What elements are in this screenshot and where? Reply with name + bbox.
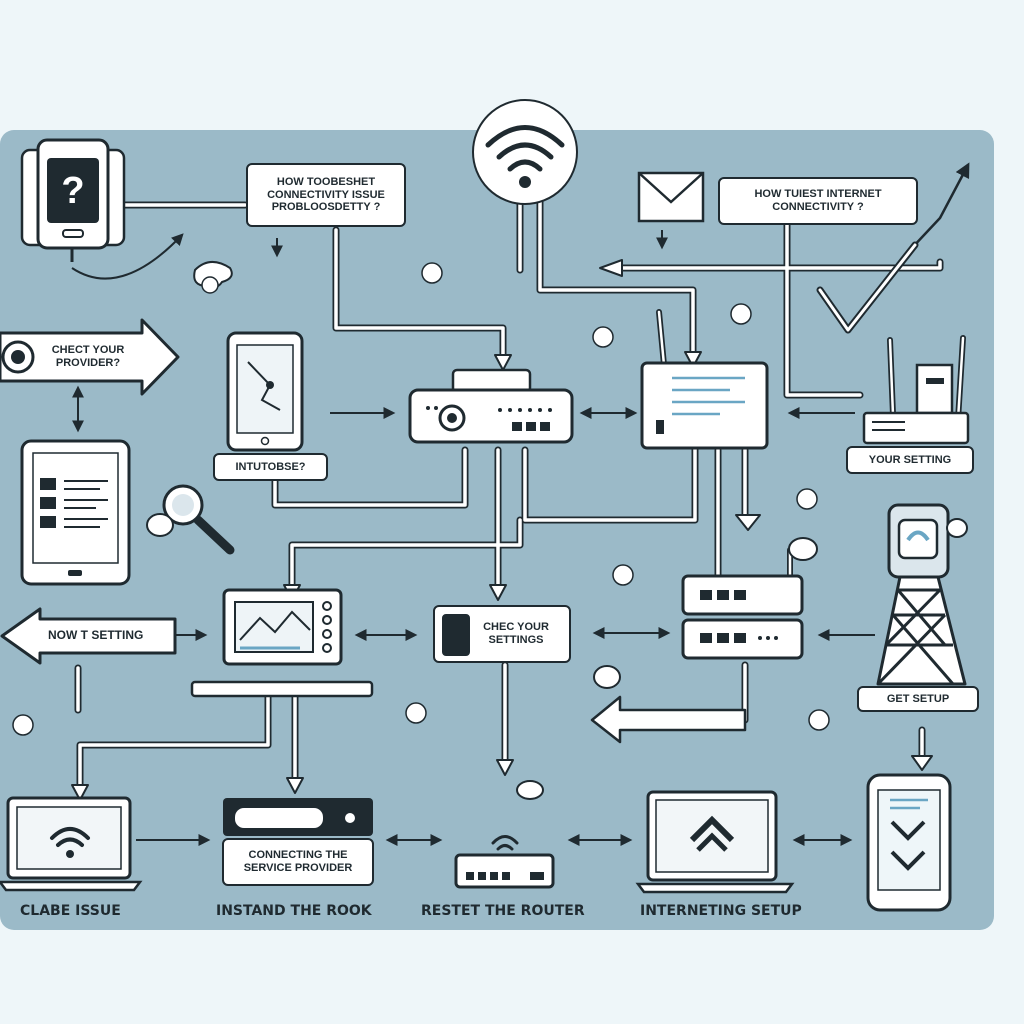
arrowhead — [599, 259, 623, 277]
tablet-caption: INTUTOBSE? — [213, 453, 328, 481]
router-stack — [681, 547, 804, 660]
arrowhead — [494, 354, 512, 371]
arrowhead — [684, 351, 702, 368]
curved-arrow — [71, 233, 184, 280]
speech-bubble — [146, 513, 174, 537]
question-icon: ? — [61, 170, 84, 212]
tablet-map — [226, 331, 304, 452]
router-icon — [408, 368, 574, 444]
router-bottom — [454, 835, 555, 889]
laptop-icon — [0, 796, 143, 892]
doodle — [201, 276, 219, 294]
doodle — [592, 326, 614, 348]
doodle — [730, 303, 752, 325]
printer-icon — [862, 335, 970, 445]
arrowhead — [496, 759, 514, 776]
doodle — [421, 262, 443, 284]
arrowhead — [286, 777, 304, 794]
smartphone-question: ? — [20, 138, 126, 262]
check-provider-label: CHECT YOUR PROVIDER? — [51, 344, 125, 370]
doodle — [612, 564, 634, 586]
wifi-icon — [50, 827, 90, 847]
zigzag-arrow — [909, 162, 970, 251]
wifi-emblem — [472, 99, 578, 205]
modem-icon — [640, 309, 769, 450]
arrowhead — [911, 755, 933, 771]
callout-your-settings: YOUR SETTING — [846, 446, 974, 474]
connecting-service-label: CONNECTING THE SERVICE PROVIDER — [222, 838, 374, 886]
monitor-icon — [190, 588, 374, 698]
doodle — [12, 714, 34, 736]
arrowhead — [735, 514, 761, 531]
service-device — [223, 798, 373, 836]
callout-top-left: HOW TOOBESHET CONNECTIVITY ISSUE PROBLOO… — [246, 163, 406, 227]
callout-top-right: HOW TUIEST INTERNET CONNECTIVITY ? — [718, 177, 918, 225]
check-provider-arrow — [0, 318, 180, 396]
arrowhead — [71, 784, 89, 801]
envelope-icon — [637, 171, 705, 223]
cell-tower-icon — [876, 503, 967, 686]
person-icon — [442, 614, 470, 656]
speech-bubble — [946, 518, 968, 538]
smartphone-icon — [866, 773, 952, 912]
caption-instand: INSTAND THE ROOK — [216, 903, 372, 919]
speech-bubble — [788, 537, 818, 561]
monitor-bottom — [635, 790, 795, 894]
doodle — [808, 709, 830, 731]
caption-clabe-issue: CLABE ISSUE — [20, 903, 121, 919]
doodle — [796, 488, 818, 510]
big-arrow-left — [590, 695, 747, 744]
speech-bubble — [593, 665, 621, 689]
tablet-icon — [20, 439, 131, 586]
get-setup-label: GET SETUP — [857, 686, 979, 712]
caption-interneting-setup: INTERNETING SETUP — [640, 903, 802, 919]
now-setting-label: NOW T SETTING — [48, 628, 144, 642]
now-setting-arrow: NOW T SETTING — [0, 607, 177, 665]
speech-bubble — [516, 780, 544, 800]
caption-restet-router: RESTET THE ROUTER — [421, 903, 585, 919]
arrowhead — [489, 584, 507, 601]
doodle — [405, 702, 427, 724]
wifi-icon — [485, 125, 565, 172]
magnifier-icon — [162, 484, 235, 555]
